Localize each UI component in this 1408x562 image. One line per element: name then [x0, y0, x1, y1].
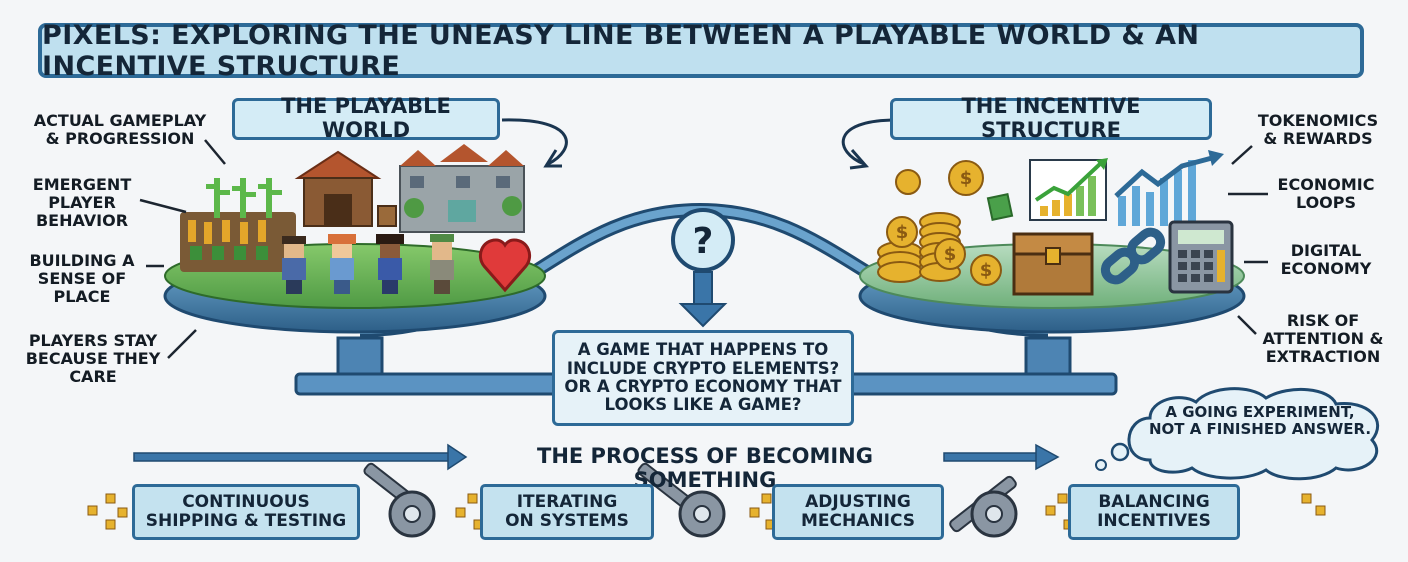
label-emergent-behavior: EMERGENT PLAYER BEHAVIOR — [32, 175, 132, 230]
label-actual-gameplay: ACTUAL GAMEPLAY & PROGRESSION — [33, 111, 207, 148]
villager-icon — [282, 234, 454, 294]
svg-text:$: $ — [896, 222, 909, 243]
gear-hub — [403, 505, 421, 523]
coin-stack-icon: $ $ $ $ — [877, 160, 1014, 286]
heart-icon — [479, 238, 531, 293]
process-arrow — [133, 443, 1060, 471]
process-step-shipping: CONTINUOUS SHIPPING & TESTING — [132, 484, 360, 540]
thought-bubble — [1095, 387, 1379, 481]
label-digital-economy: DIGITAL ECONOMY — [1280, 241, 1372, 278]
process-step-balancing: BALANCING INCENTIVES — [1068, 484, 1240, 540]
chain-link-icon — [1100, 227, 1166, 285]
treasure-chest-icon — [1012, 232, 1094, 296]
playable-world-heading: THE PLAYABLE WORLD — [232, 95, 500, 142]
gear-hub — [693, 505, 711, 523]
pixel-dots — [87, 493, 1326, 530]
chart-up-icon — [1114, 150, 1224, 226]
svg-text:$: $ — [944, 244, 957, 265]
down-arrow-icon — [678, 271, 728, 328]
thought-bubble-text: A GOING EXPERIMENT, NOT A FINISHED ANSWE… — [1148, 403, 1372, 439]
label-tokenomics: TOKENOMICS & REWARDS — [1257, 111, 1379, 148]
incentive-structure-heading: THE INCENTIVE STRUCTURE — [890, 95, 1212, 142]
svg-text:$: $ — [980, 260, 993, 281]
label-sense-of-place: BUILDING A SENSE OF PLACE — [29, 251, 135, 306]
title-banner: PIXELS: EXPLORING THE UNEASY LINE BETWEE… — [38, 20, 1364, 82]
crop-icon — [180, 178, 296, 272]
calculator-icon — [1168, 220, 1234, 294]
central-question-box: A GAME THAT HAPPENS TO INCLUDE CRYPTO EL… — [552, 330, 854, 426]
page-title: PIXELS: EXPLORING THE UNEASY LINE BETWEE… — [42, 19, 1200, 82]
process-step-adjusting: ADJUSTING MECHANICS — [772, 484, 944, 540]
question-mark-icon: ? — [671, 208, 735, 272]
curved-arrow-icon — [501, 118, 897, 170]
connector-lines — [139, 139, 1268, 359]
question-mark: ? — [693, 221, 714, 262]
process-step-iterating: ITERATING ON SYSTEMS — [480, 484, 654, 540]
chart-up-icon — [1029, 158, 1108, 221]
label-risk-extraction: RISK OF ATTENTION & EXTRACTION — [1262, 311, 1384, 366]
process-label: THE PROCESS OF BECOMING SOMETHING — [537, 444, 873, 492]
gear-hub — [985, 505, 1003, 523]
village-icon — [399, 144, 525, 233]
label-players-stay: PLAYERS STAY BECAUSE THEY CARE — [25, 331, 161, 386]
barn-icon — [294, 150, 397, 227]
svg-text:$: $ — [960, 168, 973, 189]
label-economic-loops: ECONOMIC LOOPS — [1277, 175, 1375, 212]
